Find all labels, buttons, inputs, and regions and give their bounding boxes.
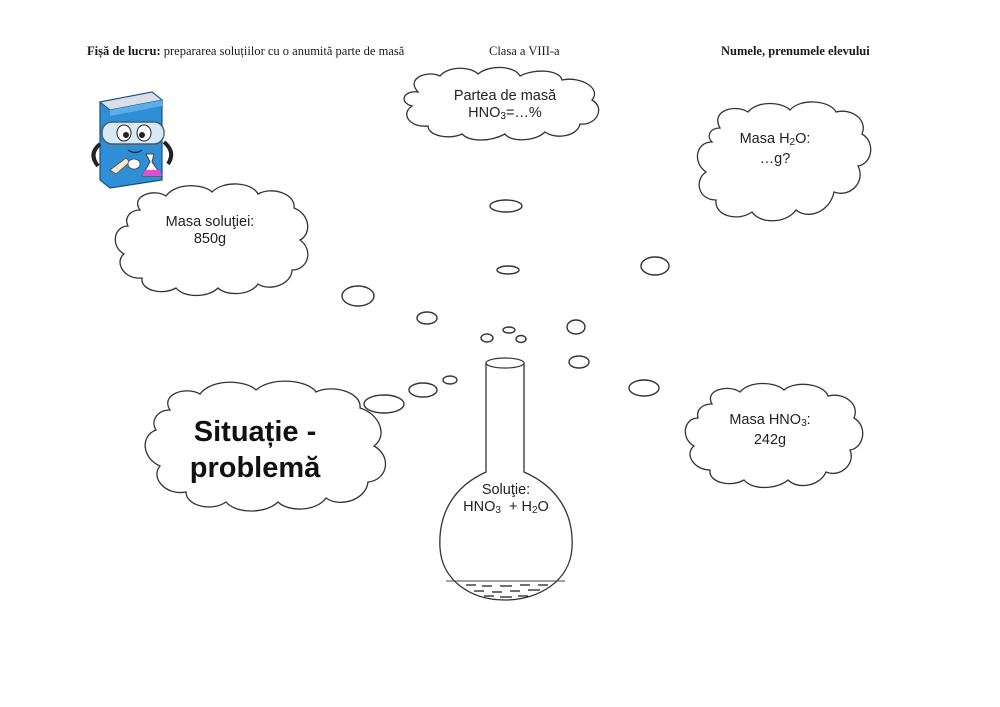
cloud-solution-mass: Masa soluţiei: 850g — [140, 214, 280, 248]
flask-title: Soluţie: — [481, 482, 531, 498]
student-name-label: Numele, prenumele elevului — [721, 44, 870, 58]
cloud-mass-fraction: Partea de masă HNO3=…% — [420, 88, 590, 125]
worksheet-topic: prepararea soluțiilor cu o anumită parte… — [163, 44, 405, 58]
water-mass-value: …g? — [759, 151, 791, 167]
worksheet-header: Fișă de lucru: prepararea soluțiilor cu … — [0, 44, 1000, 62]
flask-formula: HNO3 + H2O — [463, 499, 549, 516]
flask-label: Soluţie: HNO3 + H2O — [436, 482, 576, 519]
acid-mass-value: 242g — [753, 432, 787, 448]
cloud-water-mass: Masa H2O: …g? — [710, 131, 840, 168]
class-label: Clasa a VIII-a — [489, 44, 560, 58]
round-bottom-flask-icon — [439, 357, 573, 601]
problem-title-line1: Situație - — [193, 416, 317, 448]
solution-mass-label: Masa soluţiei: — [165, 214, 255, 230]
book-scientist-mascot-icon — [91, 91, 174, 189]
cloud-problem-shape — [144, 380, 387, 512]
mass-fraction-formula: HNO3=…% — [468, 105, 542, 122]
mass-fraction-label: Partea de masă — [453, 88, 557, 104]
acid-mass-label: Masa HNO3: — [729, 412, 811, 429]
cloud-mass-fraction-shape — [403, 66, 600, 141]
cloud-acid-mass-shape — [684, 382, 864, 489]
cloud-solution-mass-shape — [114, 183, 309, 297]
cloud-water-mass-shape — [696, 101, 872, 222]
worksheet-title: Fișă de lucru: prepararea soluțiilor cu … — [87, 44, 404, 59]
solution-mass-value: 850g — [193, 231, 227, 247]
problem-title-line2: problemă — [189, 452, 321, 484]
cloud-problem: Situație - problemă — [170, 414, 340, 486]
water-mass-label: Masa H2O: — [739, 131, 811, 148]
bubbles — [341, 199, 670, 414]
worksheet-label: Fișă de lucru: — [87, 44, 161, 58]
cloud-acid-mass: Masa HNO3: 242g — [700, 412, 840, 449]
